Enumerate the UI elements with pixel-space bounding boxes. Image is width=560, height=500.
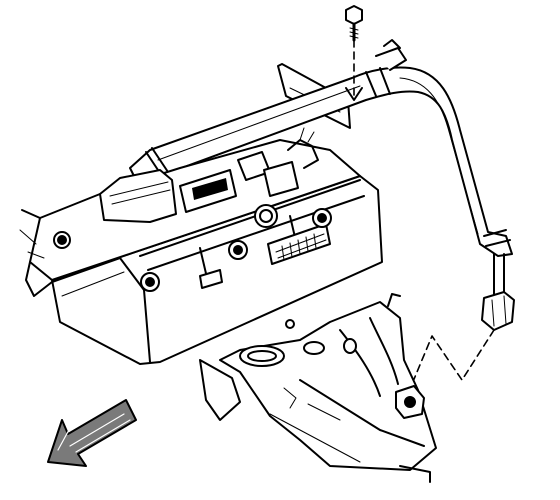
exhaust-manifold	[199, 293, 437, 483]
routing-lines	[353, 39, 495, 385]
bolt-icon	[345, 5, 363, 101]
engine-head	[19, 127, 383, 365]
direction-arrow-icon	[47, 399, 137, 467]
heater-hose	[129, 39, 513, 257]
coolant-pipe	[481, 253, 515, 331]
